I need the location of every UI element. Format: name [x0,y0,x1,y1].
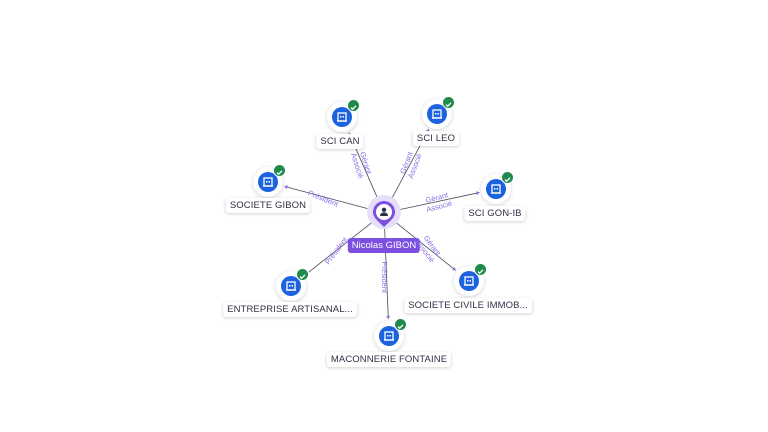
edge-arrow-maconnerie [386,315,391,320]
company-label-sci-leo[interactable]: SCI LEO [412,131,460,146]
check-badge-icon [273,164,286,177]
building-icon [379,326,399,346]
check-badge-icon [442,96,455,109]
company-node-sci-gon-ib[interactable] [481,171,514,204]
check-badge-icon [394,318,407,331]
building-icon [332,107,352,127]
edge-sci-gon-ib [399,192,480,211]
edge-arrow-societe-civile [452,266,456,271]
company-label-sci-can[interactable]: SCI CAN [316,134,364,149]
building-icon [258,172,278,192]
edge-arrow-sci-gon-ib [476,191,480,196]
building-icon [427,104,447,124]
company-label-societe-civile[interactable]: SOCIETE CIVILE IMMOB... [404,298,532,313]
check-badge-icon [501,171,514,184]
edge-arrow-societe-gibon [284,185,288,190]
person-name-label[interactable]: Nicolas GIBON [347,238,421,253]
company-label-maconnerie[interactable]: MACONNERIE FONTAINE [326,352,452,367]
edge-entreprise [304,222,372,276]
company-node-societe-civile[interactable] [454,263,487,296]
person-pin-icon [367,195,401,229]
person-node[interactable] [367,195,401,235]
company-label-sci-gon-ib[interactable]: SCI GON-IB [464,206,526,221]
company-node-societe-gibon[interactable] [253,164,286,197]
company-node-maconnerie[interactable] [374,318,407,351]
check-badge-icon [347,99,360,112]
company-node-sci-can[interactable] [327,99,360,132]
company-node-entreprise[interactable] [276,268,309,301]
building-icon [459,271,479,291]
company-label-entreprise[interactable]: ENTREPRISE ARTISANAL... [223,302,357,317]
company-label-societe-gibon[interactable]: SOCIETE GIBON [225,198,311,213]
edge-label-maconnerie: Président [380,261,390,294]
building-icon [281,276,301,296]
edge-societe-civile [396,222,456,271]
company-node-sci-leo[interactable] [422,96,455,129]
edge-societe-gibon [284,186,369,210]
building-icon [486,179,506,199]
check-badge-icon [296,268,309,281]
check-badge-icon [474,263,487,276]
